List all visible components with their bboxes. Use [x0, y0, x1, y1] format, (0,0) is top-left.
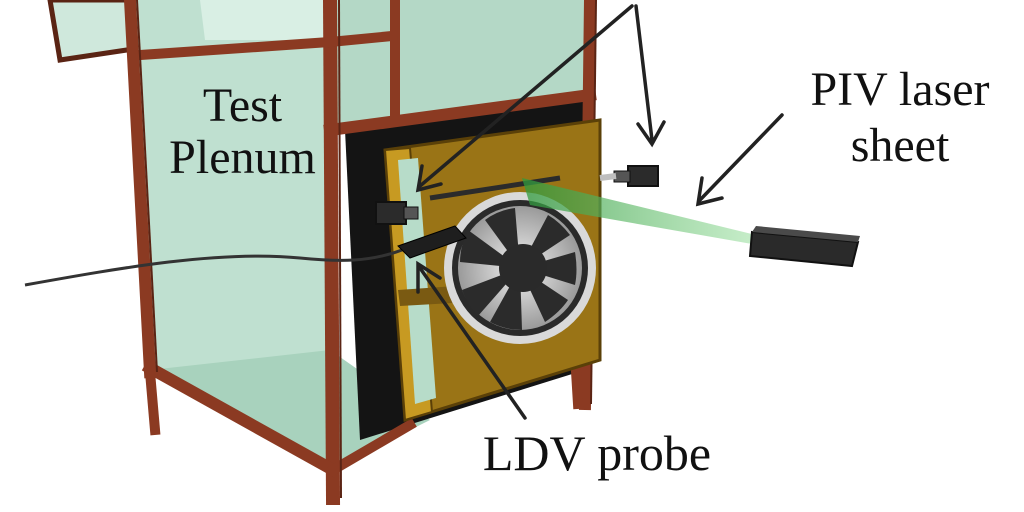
left-glass-panel: [130, 0, 330, 470]
ldv-probe-label: LDV probe: [482, 425, 712, 481]
piv-camera-right: [599, 165, 659, 187]
laser-unit: [748, 230, 860, 268]
ldv-probe-body: [397, 225, 467, 259]
fan-rotor: [444, 192, 596, 344]
test-plenum-label: Test Plenum: [150, 80, 335, 184]
piv-laser-sheet-label: PIV laser sheet: [780, 62, 1020, 174]
arrow-to-laser-sheet: [698, 113, 784, 202]
ldv-cable: [24, 248, 403, 287]
test-plenum-label-line1: Test: [202, 79, 283, 132]
arrow-to-ldv-probe: [418, 266, 527, 420]
piv-label-line1: PIV laser: [810, 63, 990, 116]
fan-housing-rail: [429, 175, 561, 201]
arrow-to-left-camera: [418, 4, 634, 188]
piv-label-line2: sheet: [850, 119, 950, 172]
annotation-arrows: [415, 4, 784, 420]
piv-camera-left: [375, 201, 419, 225]
laser-sheet: [522, 178, 760, 244]
arrow-to-right-camera: [634, 4, 654, 142]
piv-laser: [522, 178, 860, 268]
laser-unit-top: [752, 226, 860, 242]
ldv-probe: [24, 225, 467, 287]
upper-glass-highlight: [200, 0, 330, 40]
test-plenum-label-line2: Plenum: [169, 131, 316, 184]
